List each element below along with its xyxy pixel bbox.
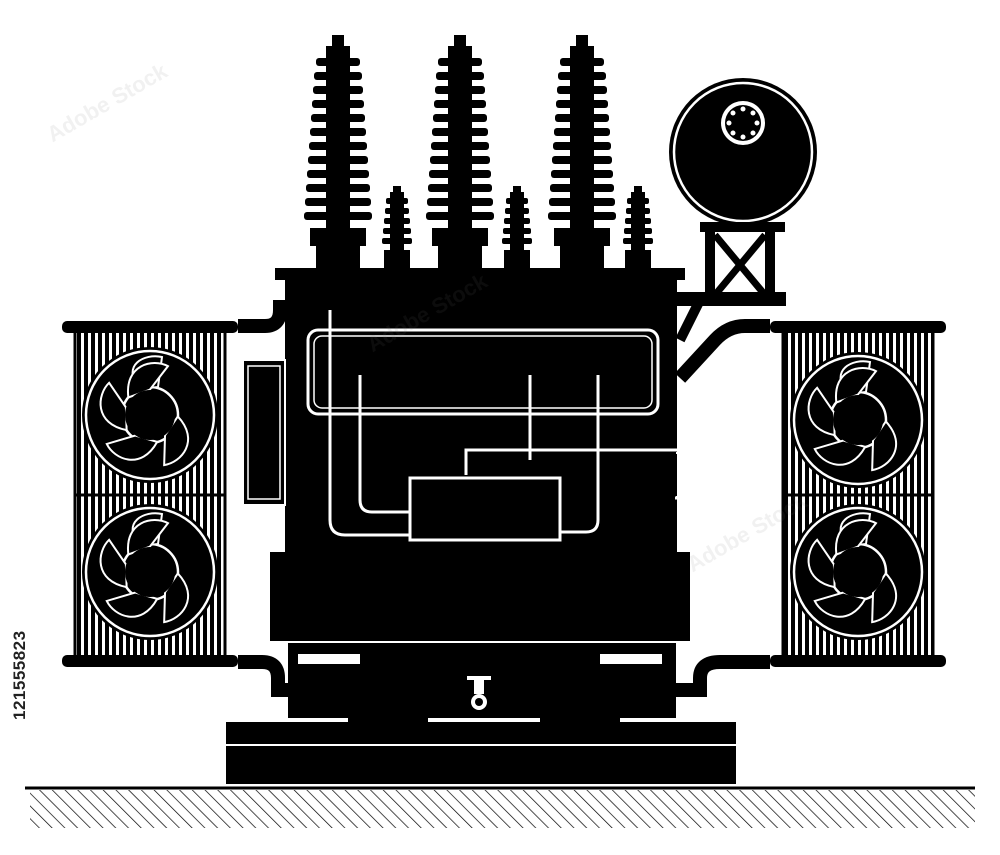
conservator-tank-icon [669,78,817,343]
base-plinth [226,708,736,784]
lower-tank [270,552,690,718]
radiator-left [62,300,290,697]
fan-icon [80,502,220,642]
main-tank [242,268,697,554]
bushing-icon [304,35,653,272]
fan-icon [788,350,928,490]
stock-id-label: 121555823 [10,630,29,720]
ground-hatch [25,786,975,828]
fan-icon [788,502,928,642]
radiator-right [674,319,946,697]
valve-icon [467,676,491,710]
fan-icon [80,345,220,485]
